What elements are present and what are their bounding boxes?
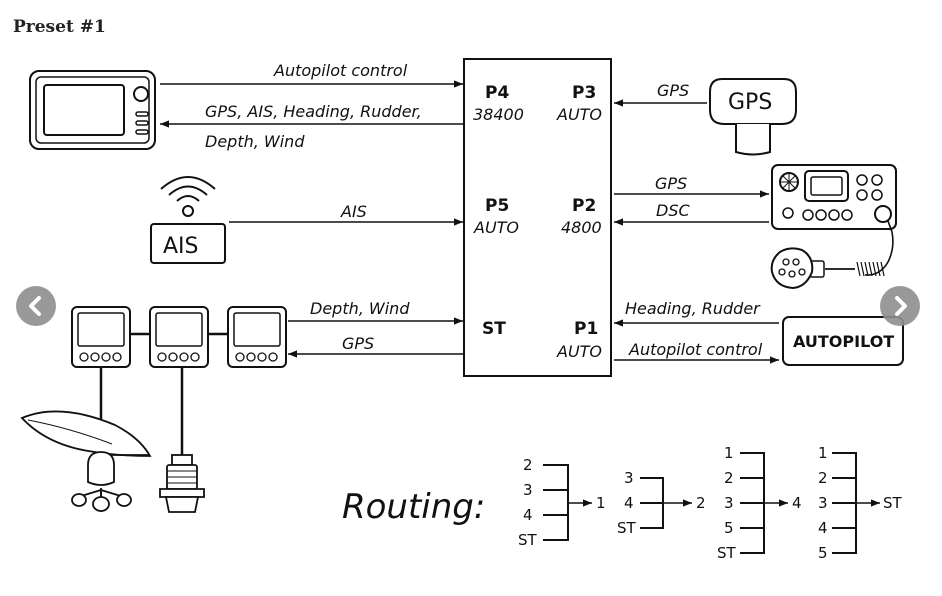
routing-output: 2 <box>696 494 706 512</box>
routing-input: 3 <box>818 494 828 512</box>
routing-output: 1 <box>596 494 606 512</box>
routing-input: 2 <box>818 469 828 487</box>
gps-device-label: GPS <box>728 90 772 115</box>
wifi-signal-icon <box>160 176 216 217</box>
routing-group-3: 1 2 3 5 ST 4 <box>717 444 802 562</box>
routing-title: Routing: <box>342 487 485 527</box>
autopilot-control-label-top: Autopilot control <box>273 61 408 80</box>
ais-device-label: AIS <box>163 234 199 259</box>
routing-input: ST <box>617 519 637 537</box>
gps-input-label: GPS <box>657 81 689 100</box>
port-p5-value: AUTO <box>473 218 519 237</box>
routing-input: 4 <box>523 506 533 524</box>
port-p4-value: 38400 <box>473 105 524 124</box>
port-p4-name: P4 <box>485 83 509 103</box>
plotter-data-label-line1: GPS, AIS, Heading, Rudder, <box>205 102 422 121</box>
autopilot-control-label-bottom: Autopilot control <box>628 340 763 359</box>
plotter-data-label-line2: Depth, Wind <box>205 132 305 151</box>
routing-output: 4 <box>792 494 802 512</box>
routing-output: ST <box>883 494 903 512</box>
chartplotter-icon <box>29 70 156 150</box>
routing-input: 5 <box>724 519 734 537</box>
routing-input: 3 <box>624 469 634 487</box>
port-p2-value: 4800 <box>561 218 602 237</box>
port-st-name: ST <box>482 319 506 339</box>
depth-transducer-icon <box>159 454 205 513</box>
routing-input: 3 <box>724 494 734 512</box>
routing-input: 4 <box>624 494 634 512</box>
gps-antenna-icon: GPS <box>709 78 797 156</box>
routing-group-2: 3 4 ST 2 <box>617 469 706 537</box>
heading-rudder-label: Heading, Rudder <box>625 299 761 318</box>
port-p5-name: P5 <box>485 196 509 216</box>
chevron-right-icon <box>895 296 907 316</box>
instrument-display-icon <box>227 306 287 368</box>
vhf-dsc-label: DSC <box>656 201 690 220</box>
page-title: Preset #1 <box>13 17 106 37</box>
port-p1-name: P1 <box>574 319 598 339</box>
port-p3-name: P3 <box>572 83 596 103</box>
routing-input: ST <box>717 544 737 562</box>
routing-input: 5 <box>818 544 828 562</box>
routing-input: 3 <box>523 481 533 499</box>
autopilot-device-icon: AUTOPILOT <box>782 316 904 366</box>
multiplexer-box <box>463 58 612 377</box>
wind-sensor-icon <box>20 410 152 512</box>
vhf-radio-icon <box>770 164 897 290</box>
routing-input: ST <box>518 531 538 549</box>
port-p1-value: AUTO <box>556 342 602 361</box>
port-p2-name: P2 <box>572 196 596 216</box>
gps-to-instruments-label: GPS <box>342 334 374 353</box>
ais-input-label: AIS <box>340 202 367 221</box>
routing-input: 4 <box>818 519 828 537</box>
chevron-left-icon <box>29 296 41 316</box>
port-p3-value: AUTO <box>556 105 602 124</box>
vhf-gps-label: GPS <box>655 174 687 193</box>
ais-receiver-icon: AIS <box>150 223 226 264</box>
instrument-display-icon <box>71 306 131 368</box>
instrument-display-icon <box>149 306 209 368</box>
routing-group-4: 1 2 3 4 5 ST <box>818 444 903 562</box>
routing-input: 1 <box>724 444 734 462</box>
depth-wind-label: Depth, Wind <box>310 299 410 318</box>
routing-input: 2 <box>724 469 734 487</box>
autopilot-device-label: AUTOPILOT <box>793 332 894 351</box>
next-slide-button[interactable] <box>880 286 920 326</box>
routing-input: 2 <box>523 456 533 474</box>
previous-slide-button[interactable] <box>16 286 56 326</box>
routing-input: 1 <box>818 444 828 462</box>
routing-group-1: 2 3 4 ST 1 <box>518 456 606 549</box>
